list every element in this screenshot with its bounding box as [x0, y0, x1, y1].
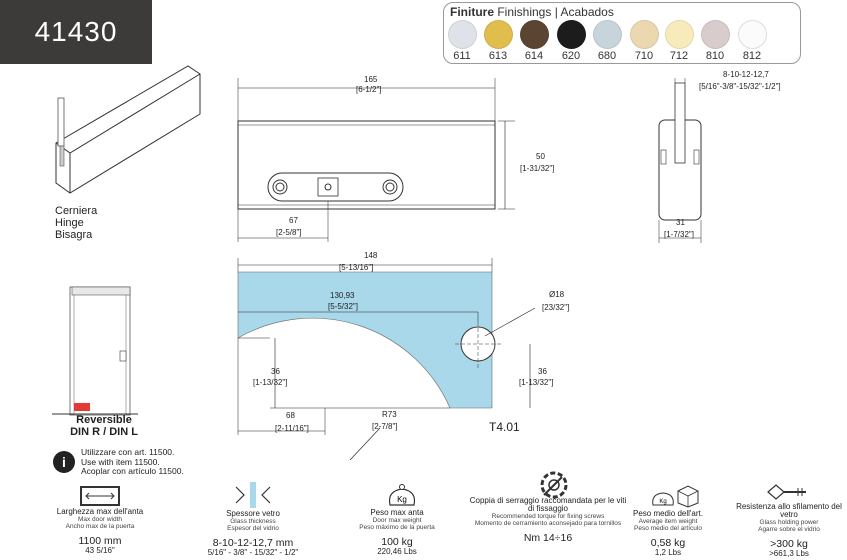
dim-height-in: [1-31/32"]	[520, 164, 555, 173]
note-text: Utilizzare con art. 11500.Use with item …	[81, 447, 184, 476]
finish-code: 680	[597, 50, 617, 62]
finish-swatch-611	[448, 20, 477, 49]
finish-swatch-712	[665, 20, 694, 49]
finish-code: 620	[561, 50, 581, 62]
dim-cut-width-in: [5-13/16"]	[339, 263, 374, 272]
dim-hole-diameter: Ø18	[549, 290, 565, 299]
spec-3: Coppia di serraggio raccomandata per le …	[468, 497, 628, 544]
finish-swatch-710	[630, 20, 659, 49]
spec-sub1: Recommended torque for fixing screws	[491, 513, 605, 520]
finish-code: 712	[669, 50, 689, 62]
dim-glass-thickness: 8-10-12-12,7	[723, 70, 769, 79]
product-code: 41430	[0, 0, 152, 64]
weight-icon: Kg	[388, 484, 416, 506]
spec-sub1: Average item weight	[638, 518, 698, 525]
dim-offset-in: [2-5/8"]	[276, 228, 302, 237]
spec-title: Resistenza allo sfilamento del vetro	[736, 502, 842, 519]
finish-code: 614	[524, 50, 544, 62]
hinge-side-view	[658, 78, 702, 243]
dim-hole-diameter-in: [23/32"]	[542, 303, 570, 312]
spec-title: Peso medio dell'art.	[632, 509, 703, 518]
spec-title: Spessore vetro	[226, 509, 280, 518]
cut-code: T4.01	[489, 420, 520, 434]
spec-value2: 43 5/16"	[85, 546, 115, 555]
dim-top-width: 165	[364, 75, 378, 84]
spec-sub1: Glass holding power	[759, 519, 819, 526]
finish-code: 613	[488, 50, 508, 62]
spec-sub2: Agarre sobre el vidrio	[758, 526, 820, 533]
torque-wrench-icon	[540, 471, 568, 499]
spec-value: >300 kg	[770, 538, 808, 550]
finish-swatch-614	[520, 20, 549, 49]
dim-depth-in: [1-7/32"]	[664, 230, 694, 239]
glass-thickness-icon	[235, 482, 271, 508]
spec-value: 1100 mm	[78, 535, 122, 547]
finish-swatch-810	[701, 20, 730, 49]
spec-sub2: Espesor del vidrio	[227, 525, 279, 532]
dim-right-height-in: [1-13/32"]	[519, 378, 554, 387]
glass-cut-drawing	[237, 258, 536, 461]
spec-title: Larghezza max dell'anta	[56, 507, 144, 516]
finish-code: 710	[634, 50, 654, 62]
spec-sub1: Max door width	[77, 516, 123, 523]
finish-swatch-613	[484, 20, 513, 49]
door-width-icon	[80, 486, 120, 506]
glass-holding-icon	[767, 484, 806, 500]
spec-value: 100 kg	[381, 536, 413, 548]
item-weight-icon-label: Kg	[659, 499, 666, 505]
spec-sub1: Glass thickness	[230, 518, 276, 525]
finish-code: 810	[705, 50, 725, 62]
dim-glass-thickness-in: [5/16"-3/8"-15/32"-1/2"]	[699, 82, 781, 91]
finish-swatch-812	[738, 20, 767, 49]
dim-height: 50	[536, 152, 545, 161]
spec-value2: 220,46 Lbs	[377, 547, 417, 556]
dim-left-height-in: [1-13/32"]	[253, 378, 288, 387]
dim-left-height: 36	[271, 367, 280, 376]
finish-swatch-680	[593, 20, 622, 49]
spec-value: 8-10-12-12,7 mm	[212, 537, 294, 549]
finishes-panel: Finiture Finishings | Acabados 611 613 614…	[443, 2, 801, 64]
finishes-title: Finiture Finishings | Acabados	[450, 5, 614, 19]
finish-code: 611	[453, 50, 471, 62]
item-weight-icon: Kg	[652, 485, 699, 508]
dim-radius: R73	[382, 410, 397, 419]
dim-radius-in: [2-7/8"]	[372, 422, 398, 431]
hinge-perspective-drawing	[55, 65, 201, 194]
dim-cut-inner: 130,93	[330, 291, 355, 300]
dim-offset: 67	[289, 216, 298, 225]
spec-value2: 1,2 Lbs	[654, 548, 682, 557]
spec-value: 0,58 kg	[650, 537, 686, 549]
dim-right-height: 36	[538, 367, 547, 376]
spec-sub1: Door max weight	[372, 517, 422, 524]
spec-sub2: Peso máximo de la puerta	[359, 524, 435, 531]
dim-top-width-in: [6-1/2"]	[356, 85, 382, 94]
spec-value2: 5/16" - 3/8" - 15/32" - 1/2"	[207, 548, 299, 557]
hinge-front-view	[237, 78, 515, 242]
dim-depth: 31	[676, 218, 685, 227]
info-icon: i	[53, 451, 75, 473]
door-reversible: Reversible	[76, 414, 132, 426]
spec-title: Peso max anta	[370, 508, 424, 517]
dim-cut-inner-in: [5-5/32"]	[328, 302, 358, 311]
dim-cut-width: 148	[364, 251, 378, 260]
spec-sub2: Momento de cerramiento aconsejado para t…	[474, 520, 622, 527]
spec-value2: >661,3 Lbs	[769, 549, 809, 558]
spec-sub2: Peso medio del artículo	[634, 525, 702, 532]
spec-value: Nm 14÷16	[523, 532, 573, 544]
dim-bottom: 68	[286, 411, 295, 420]
spec-sub2: Ancho max de la puerta	[65, 523, 135, 530]
dim-bottom-in: [2-11/16"]	[275, 424, 309, 433]
weight-icon-label: Kg	[397, 495, 407, 504]
finish-swatch-620	[557, 20, 586, 49]
finish-code: 812	[742, 50, 762, 62]
spec-title: Coppia di serraggio raccomandata per le …	[469, 496, 627, 513]
door-din: DIN R / DIN L	[70, 426, 138, 438]
door-diagram	[52, 286, 138, 416]
